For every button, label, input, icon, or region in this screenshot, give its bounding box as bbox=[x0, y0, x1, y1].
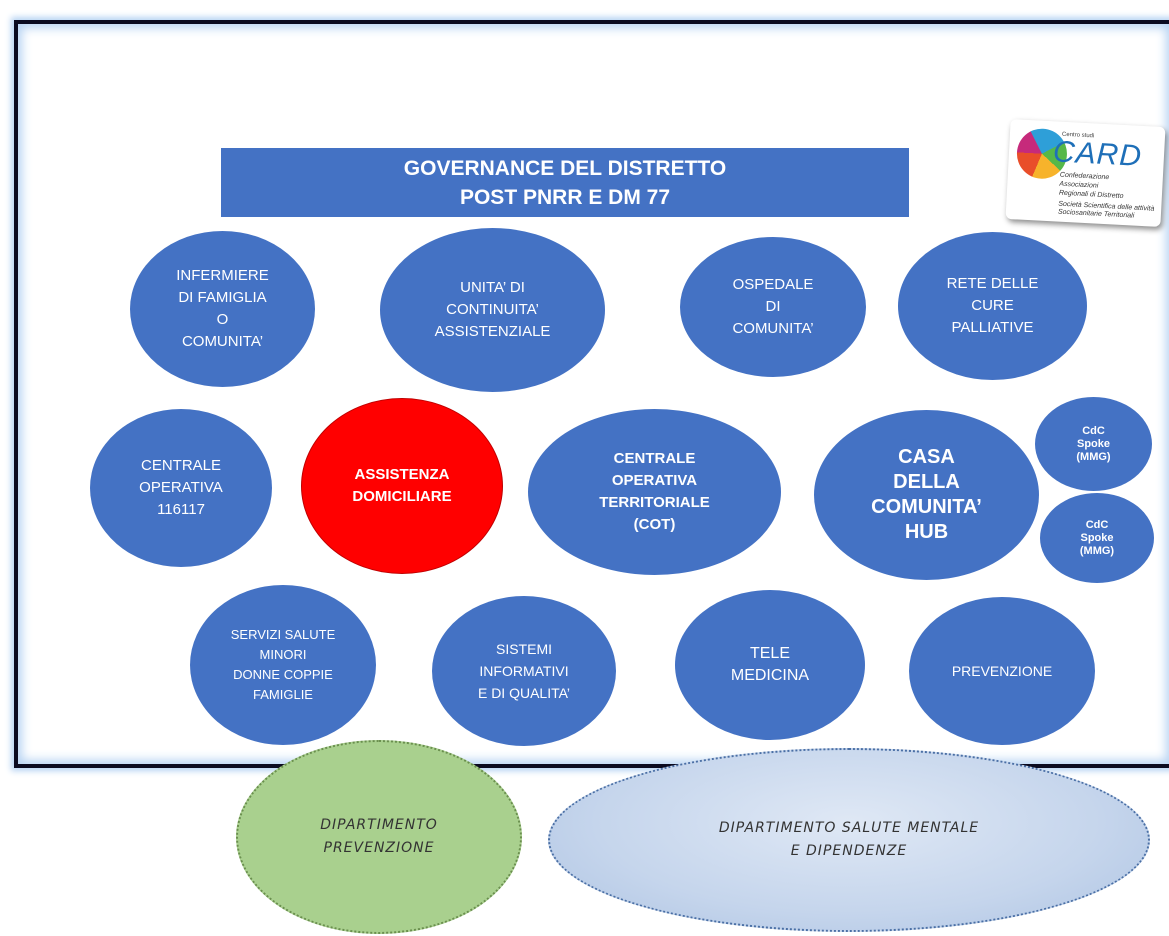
node-cot-line-3: TERRITORIALE bbox=[599, 494, 710, 511]
node-prevenzione: PREVENZIONE bbox=[909, 597, 1095, 745]
node-cot-line-2: OPERATIVA bbox=[611, 472, 698, 489]
node-infermiere-line-4: COMUNITA’ bbox=[181, 333, 264, 350]
logo-line-1: Confederazione bbox=[1059, 171, 1110, 182]
dept-salute-line-2: E DIPENDENZE bbox=[790, 843, 908, 859]
logo-line-2: Associazioni bbox=[1059, 180, 1099, 190]
node-rete-line-1: RETE DELLE bbox=[946, 275, 1039, 292]
node-casa-line-4: HUB bbox=[904, 521, 949, 543]
node-cot-line-1: CENTRALE bbox=[613, 450, 696, 467]
node-spoke1-line-3: (MMG) bbox=[1076, 450, 1111, 463]
node-unita-line-2: CONTINUITA’ bbox=[446, 301, 539, 318]
node-cdc-spoke-1: CdC Spoke (MMG) bbox=[1035, 397, 1152, 491]
node-servizi-line-3: DONNE COPPIE bbox=[233, 667, 333, 682]
title-line-1: GOVERNANCE DEL DISTRETTO bbox=[403, 156, 727, 180]
node-tele-line-1: TELE bbox=[749, 645, 790, 662]
node-telemedicina: TELE MEDICINA bbox=[675, 590, 865, 740]
dept-prevenzione-line-2: PREVENZIONE bbox=[323, 840, 435, 856]
node-infermiere-line-2: DI FAMIGLIA bbox=[178, 289, 267, 306]
logo-name: CARD bbox=[1052, 135, 1143, 173]
node-casa-line-2: DELLA bbox=[893, 471, 960, 493]
node-ospedale-line-2: DI bbox=[765, 298, 781, 315]
node-assistenza-domiciliare: ASSISTENZA DOMICILIARE bbox=[301, 398, 503, 574]
dept-prevenzione-line-1: DIPARTIMENTO bbox=[320, 817, 438, 833]
node-cot: CENTRALE OPERATIVA TERRITORIALE (COT) bbox=[528, 409, 781, 575]
node-unita-continuita: UNITA’ DI CONTINUITA’ ASSISTENZIALE bbox=[380, 228, 605, 392]
node-spoke2-line-2: Spoke bbox=[1080, 531, 1114, 544]
logo-line-3: Regionali di Distretto bbox=[1058, 189, 1124, 201]
node-sistemi-line-1: SISTEMI bbox=[495, 641, 552, 657]
node-infermiere-line-3: O bbox=[216, 311, 229, 328]
node-rete-line-3: PALLIATIVE bbox=[951, 319, 1034, 336]
node-servizi-line-4: FAMIGLIE bbox=[253, 687, 313, 702]
node-infermiere: INFERMIERE DI FAMIGLIA O COMUNITA’ bbox=[130, 231, 315, 387]
node-casa-line-3: COMUNITA’ bbox=[871, 496, 982, 518]
node-rete-line-2: CURE bbox=[971, 297, 1014, 314]
node-ospedale-line-1: OSPEDALE bbox=[732, 276, 814, 293]
node-prevenzione-line-1: PREVENZIONE bbox=[951, 663, 1053, 679]
node-spoke2-line-3: (MMG) bbox=[1079, 544, 1115, 557]
dept-salute-mentale: DIPARTIMENTO SALUTE MENTALE E DIPENDENZE bbox=[548, 748, 1150, 932]
node-spoke1-line-1: CdC bbox=[1082, 424, 1105, 437]
dept-prevenzione: DIPARTIMENTO PREVENZIONE bbox=[236, 740, 522, 934]
node-tele-line-2: MEDICINA bbox=[730, 667, 810, 684]
node-assistenza-line-2: DOMICILIARE bbox=[352, 488, 452, 505]
node-infermiere-line-1: INFERMIERE bbox=[176, 267, 269, 284]
node-spoke1-line-2: Spoke bbox=[1076, 437, 1110, 450]
node-servizi-salute: SERVIZI SALUTE MINORI DONNE COPPIE FAMIG… bbox=[190, 585, 376, 745]
node-ospedale-line-3: COMUNITA’ bbox=[732, 320, 814, 337]
node-servizi-line-1: SERVIZI SALUTE bbox=[230, 627, 336, 642]
node-ospedale: OSPEDALE DI COMUNITA’ bbox=[680, 237, 866, 377]
node-centrale116-line-1: CENTRALE bbox=[140, 457, 222, 474]
title-line-2: POST PNRR E DM 77 bbox=[459, 185, 671, 209]
node-sistemi-line-3: E DI QUALITA’ bbox=[477, 685, 571, 701]
node-centrale116-line-2: OPERATIVA bbox=[139, 479, 223, 496]
node-sistemi-informativi: SISTEMI INFORMATIVI E DI QUALITA’ bbox=[432, 596, 616, 746]
node-centrale-116117: CENTRALE OPERATIVA 116117 bbox=[90, 409, 272, 567]
node-centrale116-line-3: 116117 bbox=[157, 501, 205, 518]
node-cot-line-4: (COT) bbox=[633, 516, 676, 533]
node-casa-comunita-hub: CASA DELLA COMUNITA’ HUB bbox=[814, 410, 1039, 580]
node-rete-cure: RETE DELLE CURE PALLIATIVE bbox=[898, 232, 1087, 380]
node-spoke2-line-1: CdC bbox=[1085, 518, 1109, 531]
card-logo: Centro studi CARD Confederazione Associa… bbox=[1005, 119, 1166, 227]
node-assistenza-line-1: ASSISTENZA bbox=[354, 466, 450, 483]
node-cdc-spoke-2: CdC Spoke (MMG) bbox=[1040, 493, 1154, 583]
diagram-title: GOVERNANCE DEL DISTRETTO POST PNRR E DM … bbox=[221, 148, 909, 217]
node-servizi-line-2: MINORI bbox=[259, 647, 307, 662]
node-unita-line-1: UNITA’ DI bbox=[460, 279, 525, 296]
node-sistemi-line-2: INFORMATIVI bbox=[479, 663, 569, 679]
node-casa-line-1: CASA bbox=[898, 446, 955, 468]
dept-salute-line-1: DIPARTIMENTO SALUTE MENTALE bbox=[718, 820, 980, 836]
node-unita-line-3: ASSISTENZIALE bbox=[434, 323, 551, 340]
